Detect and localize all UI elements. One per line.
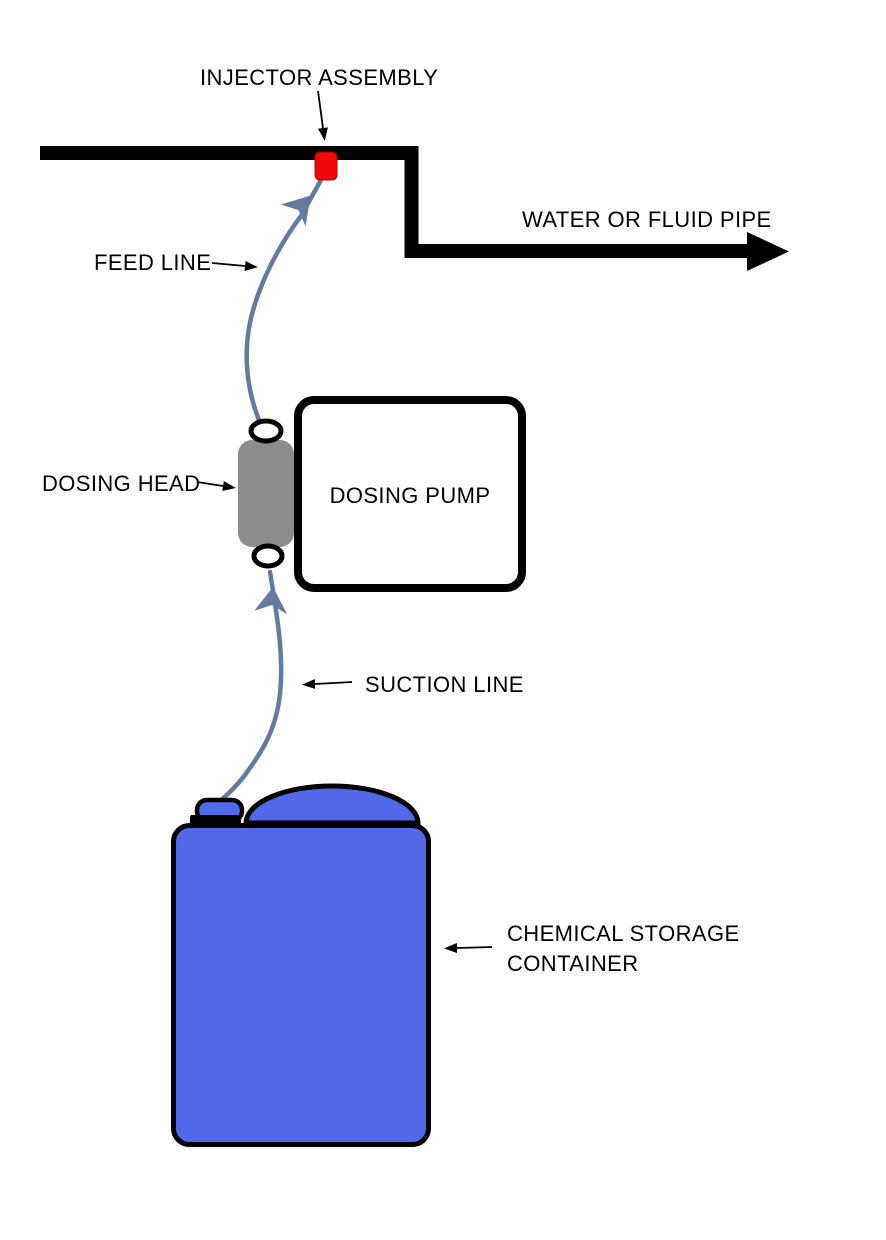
feed-line-tube: [244, 177, 324, 428]
suction-line-leader-arrow: [302, 679, 353, 689]
suction-line-arrowhead: [254, 587, 288, 615]
injector-assembly-block: [314, 151, 338, 181]
dosing-head-block: [238, 440, 294, 547]
pipe-flow-arrowhead: [747, 232, 789, 271]
dosing-pump-body: [294, 396, 526, 592]
water-pipe-label: WATER OR FLUID PIPE: [522, 207, 772, 232]
dosing-head-fitting-top: [248, 418, 284, 444]
chemical-container-body: [171, 823, 431, 1147]
container-leader-arrow: [444, 943, 493, 953]
injector-assembly-label: INJECTOR ASSEMBLY: [200, 65, 438, 90]
injector-leader-arrow: [317, 90, 328, 141]
feed-line-arrowhead: [280, 195, 311, 227]
dosing-head-label: DOSING HEAD: [42, 471, 200, 496]
suction-line-label: SUCTION LINE: [365, 672, 524, 697]
container-dome: [243, 783, 421, 826]
suction-line-tube: [216, 569, 284, 805]
chemical-storage-label-line2: CONTAINER: [507, 951, 639, 976]
chemical-storage-label-line1: CHEMICAL STORAGE: [507, 921, 740, 946]
feed-line-label: FEED LINE: [94, 250, 211, 275]
dosing-head-fitting-bottom: [251, 543, 285, 569]
dosing-head-leader-arrow: [196, 481, 236, 491]
feed-line-leader-arrow: [211, 261, 258, 271]
dosing-pump-label: DOSING PUMP: [330, 483, 491, 508]
container-cap-base: [190, 815, 241, 824]
water-pipe: [40, 146, 748, 258]
